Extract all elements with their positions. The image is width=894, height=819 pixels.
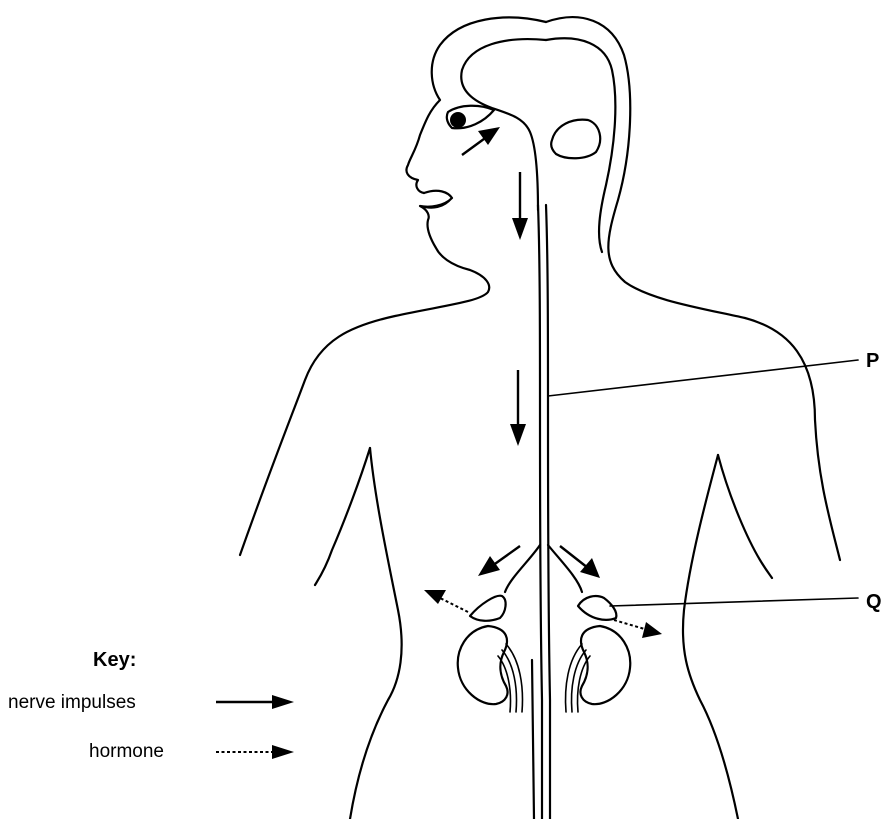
nerve-impulse-arrows [462, 127, 600, 578]
key-hormone-label: hormone [89, 741, 164, 762]
right-kidney [566, 626, 631, 712]
hormone-arrows [424, 590, 662, 638]
key-hormone-arrow-head [272, 745, 294, 759]
key: Key: nerve impulses hormone [8, 649, 294, 762]
key-nerve-arrow-head [272, 695, 294, 709]
key-nerve-label: nerve impulses [8, 692, 136, 713]
left-kidney [458, 626, 523, 712]
label-p: P [866, 350, 879, 372]
left-adrenal-gland [470, 596, 506, 621]
label-q: Q [866, 591, 882, 613]
spinal-cord [505, 205, 582, 819]
key-title: Key: [93, 649, 136, 671]
label-line-q [610, 598, 858, 606]
right-adrenal-gland [578, 596, 616, 620]
